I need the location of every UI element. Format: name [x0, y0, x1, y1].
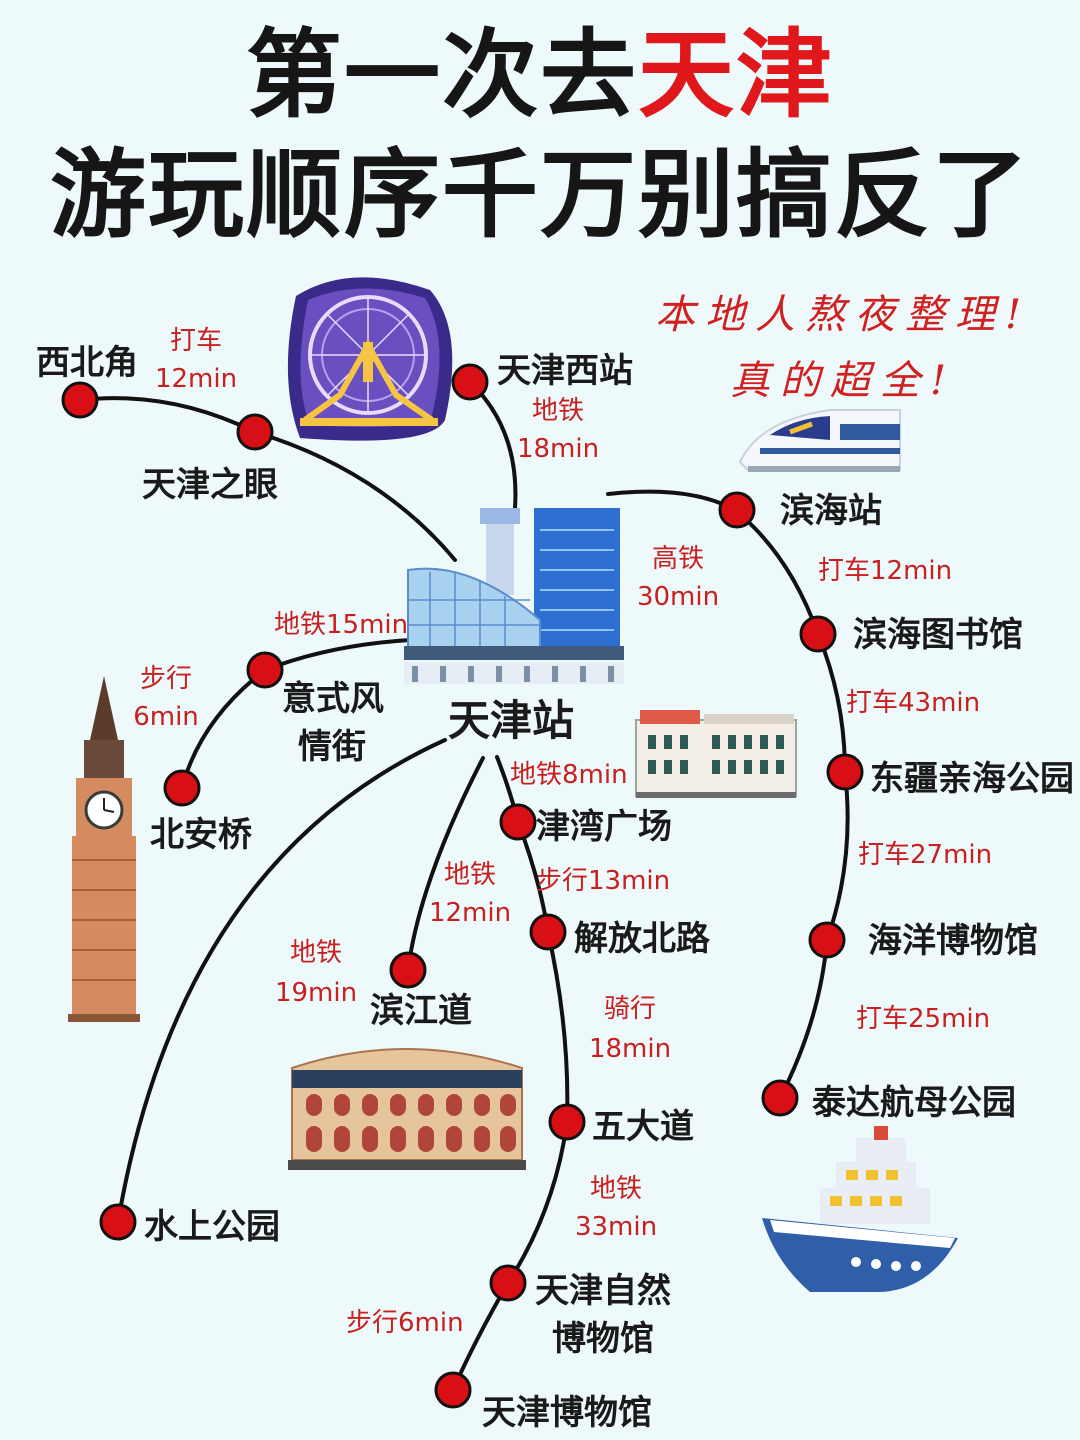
route-jiefang-wudadao: [546, 930, 570, 1124]
label-ocean-museum: 海洋博物馆: [868, 921, 1038, 961]
stop-wudadao: [548, 1103, 586, 1141]
label-tianjin-museum: 天津博物馆: [482, 1393, 652, 1433]
route-dongjiang-ocean: [825, 770, 850, 942]
title-prefix: 第一次去: [246, 19, 638, 131]
time-subway-15: 地铁15min: [274, 610, 409, 640]
label-tianjin-west: 天津西站: [497, 351, 633, 391]
route-hub-binjiang: [406, 756, 485, 972]
time-subway-19-mode: 地铁: [289, 938, 342, 968]
stop-tianjin-museum: [434, 1371, 472, 1409]
route-eye-hub: [253, 430, 457, 562]
stop-xibeijiao: [61, 381, 99, 419]
label-water-park: 水上公园: [144, 1207, 280, 1247]
title-highlight: 天津: [638, 19, 834, 131]
route-hub-waterpark: [116, 738, 447, 1224]
time-ride-18-mode: 骑行: [603, 994, 656, 1024]
time-taxi-27: 打车27min: [858, 840, 993, 870]
local-note: 本地人熬夜整理!: [655, 292, 1032, 338]
time-subway-12-mode: 地铁: [443, 860, 496, 890]
stop-binhai-station: [718, 491, 756, 529]
time-hsr-30-mode: 高铁: [651, 544, 704, 574]
time-taxi-25: 打车25min: [856, 1004, 991, 1034]
route-ocean-taida: [778, 938, 829, 1100]
route-hub-binhai: [606, 489, 737, 512]
route-wudadao-natural: [506, 1120, 569, 1285]
colosseum-building-icon: [288, 1048, 526, 1170]
time-taxi-12-binhai: 打车12min: [818, 556, 953, 586]
label-tianjin-eye: 天津之眼: [142, 465, 278, 505]
cruise-ship-icon: [762, 1126, 958, 1292]
stop-italian-street: [246, 651, 284, 689]
label-beian-bridge: 北安桥: [150, 815, 252, 855]
route-library-dongjiang: [816, 632, 847, 774]
stop-tianjin-eye: [236, 413, 274, 451]
time-subway-19-value: 19min: [274, 978, 358, 1008]
label-tianjin-station: 天津站: [448, 696, 575, 745]
stop-beian-bridge: [163, 769, 201, 807]
label-binhai-library: 滨海图书馆: [853, 615, 1023, 655]
time-subway-33-value: 33min: [574, 1212, 658, 1242]
tianjin-station-building-icon: [404, 508, 624, 684]
stop-ocean-museum: [808, 921, 846, 959]
high-speed-train-icon: [738, 409, 901, 472]
label-wudadao: 五大道: [592, 1107, 694, 1147]
time-walk-13: 步行13min: [536, 866, 671, 896]
label-dongjiang-park: 东疆亲海公园: [870, 759, 1074, 799]
label-natural-museum-1: 天津自然: [535, 1271, 671, 1311]
stop-water-park: [99, 1203, 137, 1241]
title-line-2: 游玩顺序千万别搞反了: [50, 139, 1030, 251]
time-subway-33-mode: 地铁: [589, 1174, 642, 1204]
clock-tower-icon: [68, 676, 140, 1022]
stop-natural-museum: [489, 1264, 527, 1302]
label-jiefang-north: 解放北路: [574, 919, 710, 959]
time-walk-6-value: 6min: [133, 702, 199, 732]
time-subway-12-value: 12min: [428, 898, 512, 928]
time-walk-6-mode: 步行: [139, 664, 192, 694]
stops: [61, 363, 864, 1409]
stop-jinwan-plaza: [499, 803, 537, 841]
label-binjiang: 滨江道: [370, 991, 472, 1031]
time-taxi-12-value: 12min: [154, 364, 238, 394]
label-taida-carrier: 泰达航母公园: [812, 1083, 1016, 1123]
time-subway-18-mode: 地铁: [531, 396, 584, 426]
label-xibeijiao: 西北角: [36, 343, 138, 383]
route-west-hub: [468, 380, 518, 510]
time-ride-18-value: 18min: [588, 1034, 672, 1064]
label-natural-museum-2: 博物馆: [552, 1319, 654, 1359]
complete-note: 真的超全!: [730, 358, 957, 404]
stop-tianjin-west: [451, 363, 489, 401]
label-italian-street-1: 意式风: [282, 679, 384, 719]
time-subway-18-value: 18min: [516, 434, 600, 464]
stop-taida-carrier: [761, 1079, 799, 1117]
title-line-1: 第一次去天津: [0, 20, 1080, 130]
stop-jiefang-north: [529, 913, 567, 951]
stop-binhai-library: [799, 615, 837, 653]
time-taxi-12-mode: 打车: [169, 326, 222, 356]
stop-dongjiang-park: [826, 753, 864, 791]
time-taxi-43: 打车43min: [846, 688, 981, 718]
european-building-icon: [635, 710, 797, 798]
route-hub-italian: [263, 638, 412, 672]
route-xibeijiao-eye: [78, 396, 257, 434]
label-jinwan-plaza: 津湾广场: [536, 807, 672, 847]
time-hsr-30-value: 30min: [636, 582, 720, 612]
ferris-wheel-icon: [287, 277, 453, 441]
label-italian-street-2: 情街: [298, 727, 366, 767]
time-walk-6min: 步行6min: [346, 1308, 464, 1338]
label-binhai-station: 滨海站: [780, 491, 882, 531]
time-subway-8: 地铁8min: [510, 760, 628, 790]
stop-binjiang: [389, 951, 427, 989]
